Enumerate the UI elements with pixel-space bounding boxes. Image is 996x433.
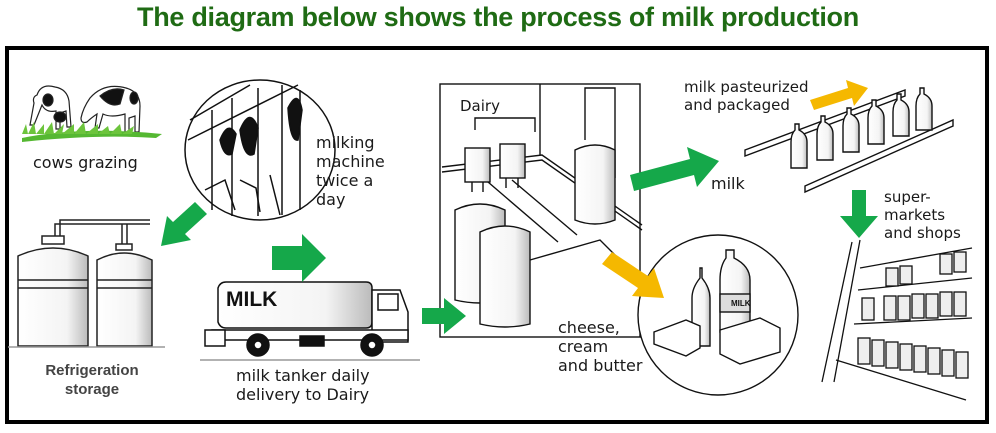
conveyor-icon (744, 87, 954, 194)
jug-milk-text: MILK (731, 299, 751, 308)
label-cheese-cream-butter: cheese, cream and butter (558, 318, 643, 375)
arrow-packaging-to-shops (840, 190, 878, 238)
arrow-tanker-to-dairy (422, 298, 466, 334)
storage-tank-icon (8, 219, 165, 348)
label-supermarkets: super- markets and shops (884, 188, 961, 242)
store-shelf-icon (821, 239, 973, 401)
cow-icon (29, 85, 141, 133)
milk-truck-icon (200, 281, 420, 361)
tanker-milk-text: MILK (226, 288, 278, 311)
label-milk: milk (711, 174, 745, 193)
label-milk-pasteurized: milk pasteurized and packaged (684, 78, 809, 114)
dairy-tanks-icon (439, 83, 651, 338)
label-refrigeration-storage: Refrigeration storage (45, 362, 139, 398)
arrow-storage-to-tanker (272, 234, 326, 282)
dairy-products-icon (637, 234, 799, 396)
grass (22, 122, 162, 142)
milking-stall-icon (184, 79, 336, 221)
arrow-packaging-forward (810, 80, 868, 110)
arrow-dairy-to-products (602, 252, 664, 298)
label-cows-grazing: cows grazing (33, 153, 138, 172)
label-dairy: Dairy (460, 97, 500, 115)
label-milking-machine: milking machine twice a day (316, 133, 385, 209)
label-milk-tanker: milk tanker daily delivery to Dairy (236, 366, 370, 404)
page-title: The diagram below shows the process of m… (137, 2, 859, 32)
arrow-dairy-to-packaging (630, 147, 719, 191)
arrow-milking-to-storage (161, 202, 207, 246)
